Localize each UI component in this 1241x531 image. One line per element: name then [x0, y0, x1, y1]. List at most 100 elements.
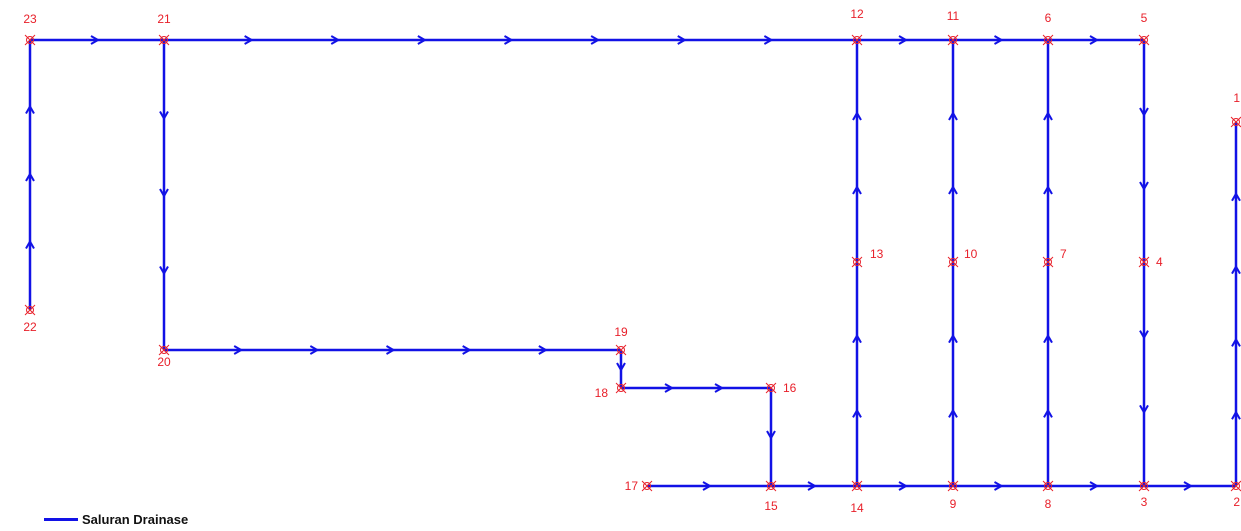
- flow-arrow-icon: [852, 408, 862, 418]
- flow-arrow-icon: [1043, 408, 1053, 418]
- node-marker-icon: [24, 304, 36, 316]
- node-marker-icon: [158, 34, 170, 46]
- node-13: 13: [851, 247, 884, 268]
- node-23: 23: [23, 12, 37, 46]
- flow-arrow-icon: [1139, 181, 1149, 192]
- node-marker-icon: [615, 382, 627, 394]
- pipe-16-15: [766, 388, 776, 486]
- pipes-layer: [25, 35, 1241, 491]
- node-label: 20: [157, 355, 171, 369]
- flow-arrow-icon: [763, 35, 774, 45]
- flow-arrow-icon: [504, 35, 514, 45]
- pipe-14-9: [857, 481, 953, 491]
- pipe-22-23: [25, 40, 35, 310]
- flow-arrow-icon: [714, 383, 725, 393]
- flow-arrow-icon: [1043, 333, 1053, 344]
- flow-arrow-icon: [1231, 337, 1241, 347]
- node-marker-icon: [1042, 480, 1054, 492]
- flow-arrow-icon: [852, 333, 862, 344]
- flow-arrow-icon: [1089, 35, 1100, 45]
- legend-line-swatch: [44, 518, 78, 521]
- flow-arrow-icon: [1183, 481, 1194, 491]
- node-label: 1: [1233, 91, 1240, 105]
- pipe-19-18: [616, 350, 626, 388]
- pipe-6-5: [1048, 35, 1144, 45]
- flow-arrow-icon: [664, 383, 675, 393]
- node-12: 12: [850, 7, 864, 46]
- flow-arrow-icon: [233, 345, 244, 355]
- node-marker-icon: [24, 34, 36, 46]
- flow-arrow-icon: [702, 481, 713, 491]
- pipe-15-14: [771, 481, 857, 491]
- pipe-3-2: [1144, 481, 1236, 491]
- node-marker-icon: [1138, 256, 1150, 268]
- node-label: 4: [1156, 255, 1163, 269]
- pipe-14-13: [852, 262, 862, 486]
- flow-arrow-icon: [538, 345, 548, 355]
- node-marker-icon: [947, 256, 959, 268]
- flow-arrow-icon: [159, 111, 169, 121]
- node-marker-icon: [765, 480, 777, 492]
- node-2: 2: [1230, 480, 1241, 509]
- node-label: 23: [23, 12, 37, 26]
- flow-arrow-icon: [1139, 107, 1149, 118]
- node-marker-icon: [947, 480, 959, 492]
- node-20: 20: [157, 344, 171, 369]
- flow-arrow-icon: [159, 266, 169, 276]
- node-1: 1: [1230, 91, 1241, 128]
- node-4: 4: [1138, 255, 1163, 269]
- flow-arrow-icon: [244, 35, 254, 45]
- node-marker-icon: [1138, 480, 1150, 492]
- node-19: 19: [614, 325, 628, 356]
- pipe-9-10: [948, 262, 958, 486]
- node-marker-icon: [1042, 256, 1054, 268]
- flow-arrow-icon: [309, 345, 320, 355]
- legend-label: Saluran Drainase: [82, 512, 189, 527]
- flow-arrow-icon: [994, 481, 1004, 491]
- pipe-7-6: [1043, 40, 1053, 262]
- node-marker-icon: [765, 382, 777, 394]
- flow-arrow-icon: [1043, 110, 1053, 121]
- flow-arrow-icon: [948, 408, 958, 418]
- pipe-13-12: [852, 40, 862, 262]
- node-label: 15: [764, 499, 778, 513]
- node-label: 7: [1060, 247, 1067, 261]
- node-10: 10: [947, 247, 978, 268]
- node-label: 19: [614, 325, 628, 339]
- flow-arrow-icon: [1231, 191, 1241, 202]
- node-label: 16: [783, 381, 797, 395]
- node-marker-icon: [1138, 34, 1150, 46]
- node-label: 12: [850, 7, 864, 21]
- node-label: 5: [1141, 11, 1148, 25]
- flow-arrow-icon: [1043, 184, 1053, 195]
- pipe-20-19: [164, 345, 621, 355]
- pipe-21-20: [159, 40, 169, 350]
- node-label: 13: [870, 247, 884, 261]
- flow-arrow-icon: [677, 35, 687, 45]
- flow-arrow-icon: [1139, 404, 1149, 415]
- flow-arrow-icon: [25, 104, 35, 114]
- node-marker-icon: [1230, 116, 1241, 128]
- node-label: 2: [1233, 495, 1240, 509]
- flow-arrow-icon: [948, 110, 958, 121]
- node-8: 8: [1042, 480, 1054, 511]
- flow-arrow-icon: [330, 35, 341, 45]
- pipe-18-16: [621, 383, 771, 393]
- node-11: 11: [947, 9, 960, 46]
- node-5: 5: [1138, 11, 1150, 46]
- flow-arrow-icon: [766, 430, 776, 441]
- node-7: 7: [1042, 247, 1067, 268]
- node-17: 17: [625, 479, 653, 493]
- flow-arrow-icon: [807, 481, 818, 491]
- node-marker-icon: [851, 256, 863, 268]
- node-label: 17: [625, 479, 639, 493]
- node-9: 9: [947, 480, 959, 511]
- flow-arrow-icon: [994, 35, 1004, 45]
- node-3: 3: [1138, 480, 1150, 509]
- pipe-23-21: [30, 35, 164, 45]
- pipe-9-8: [953, 481, 1048, 491]
- node-marker-icon: [1042, 34, 1054, 46]
- pipe-2-1: [1231, 122, 1241, 486]
